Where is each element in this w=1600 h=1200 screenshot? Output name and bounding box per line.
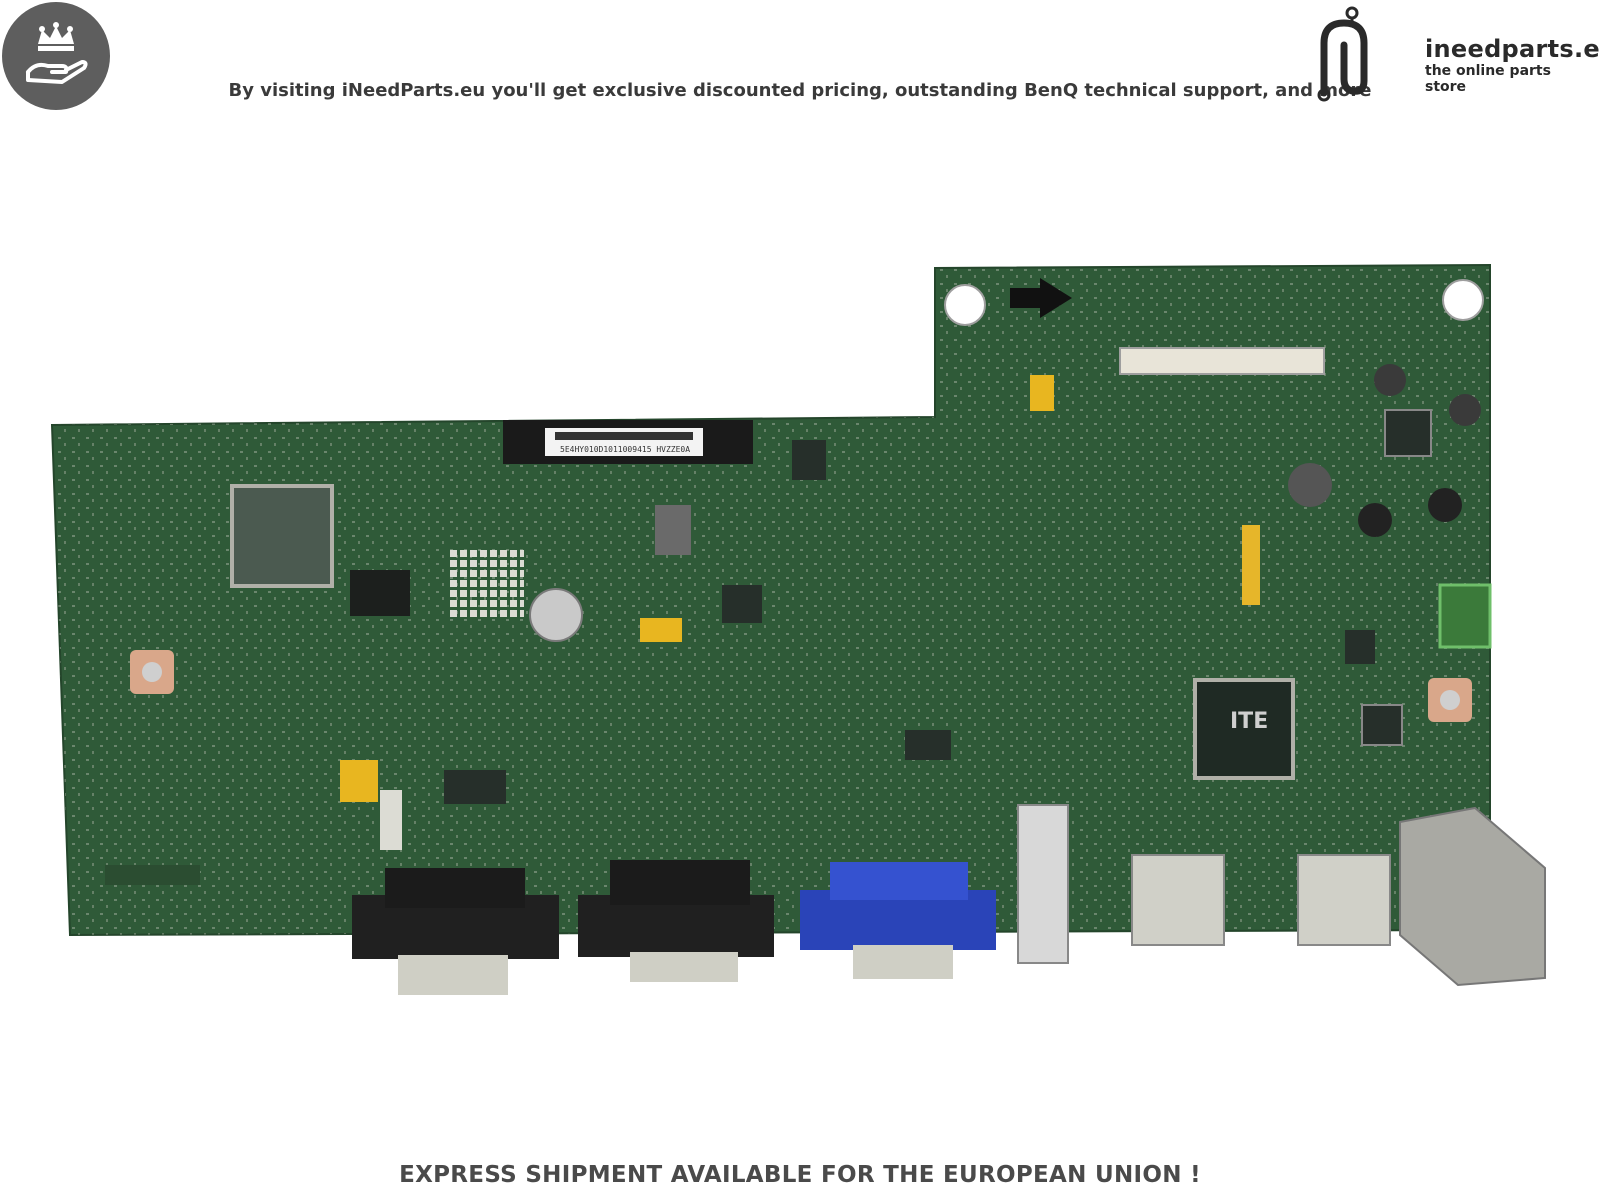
rj45-port — [1399, 806, 1546, 987]
ineedparts-logo-icon — [1317, 6, 1368, 102]
brand-logo[interactable]: ineedparts.eu the online parts store — [1317, 5, 1600, 105]
footer-banner: EXPRESS SHIPMENT AVAILABLE FOR THE EUROP… — [399, 1162, 1201, 1188]
inductor — [655, 505, 691, 555]
hdmi-port — [1297, 854, 1391, 946]
crown-hand-badge — [2, 2, 110, 110]
svg-text:ITE: ITE — [1230, 709, 1268, 734]
lvds-connector — [1119, 347, 1325, 375]
chip-main-mcu — [230, 484, 334, 588]
inductor — [1288, 463, 1332, 507]
chip-ite-controller — [1193, 678, 1295, 780]
mounting-hole — [1442, 279, 1484, 321]
header-tagline: By visiting iNeedParts.eu you'll get exc… — [228, 80, 1372, 101]
tantalum-cap — [640, 618, 682, 642]
serial-text: 5E4HY010D1011009415 HVZZE0A — [560, 445, 690, 454]
serial-port — [578, 895, 774, 957]
brand-name: ineedparts.eu — [1425, 35, 1600, 63]
capacitor — [529, 588, 583, 642]
mounting-hole — [944, 284, 986, 326]
crown-hand-icon — [26, 22, 88, 84]
usb-port — [1017, 804, 1069, 964]
brand-slogan: the online parts store — [1425, 63, 1551, 95]
hdmi-port — [1131, 854, 1225, 946]
